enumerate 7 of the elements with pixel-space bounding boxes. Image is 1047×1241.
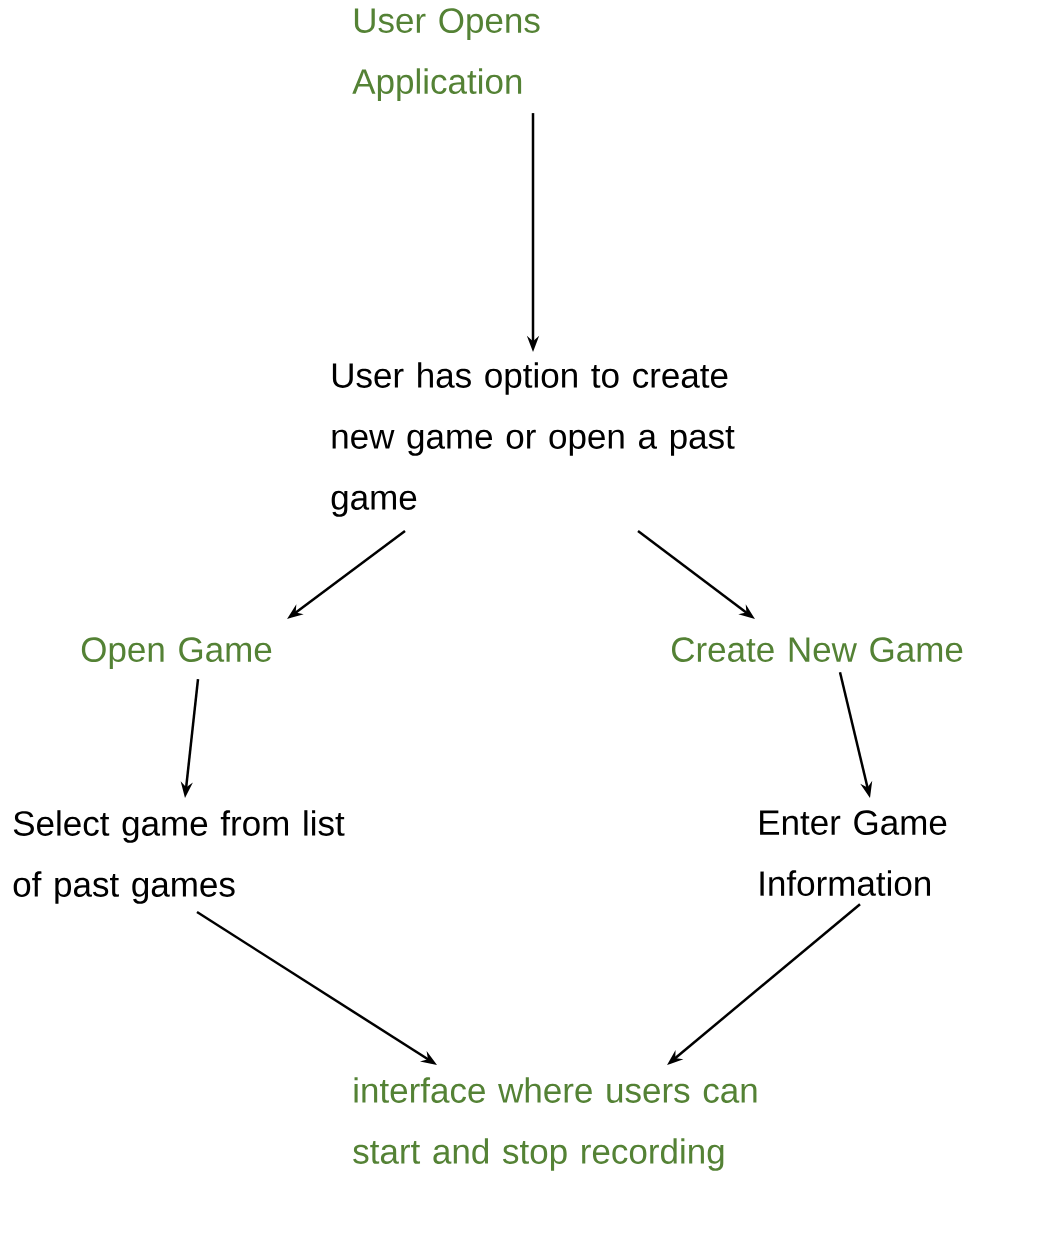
- step-text: Create New Game: [672, 637, 963, 662]
- step-text: interface where users can start and stop recording: [353, 1077, 757, 1171]
- step-text: Select game from list of past games: [13, 810, 345, 904]
- step-text: User has option to create new game or open a past game: [331, 362, 735, 517]
- step-text: User Opens Application: [352, 8, 540, 101]
- step-text: Open Game: [81, 637, 272, 669]
- step-text: Enter Game Information: [760, 810, 947, 896]
